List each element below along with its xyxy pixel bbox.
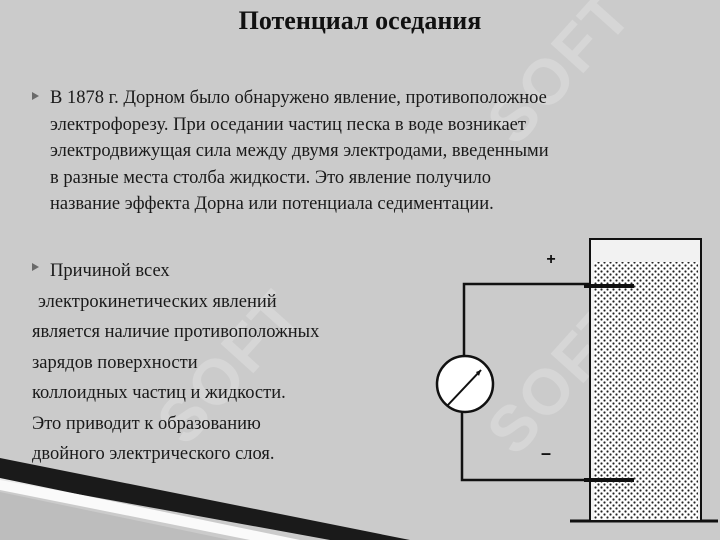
text-line: двойного электрического слоя. xyxy=(32,444,275,464)
text-line: электрокинетических явлений xyxy=(38,291,277,312)
bullet-text: В 1878 г. Дорном было обнаружено явление… xyxy=(32,85,692,218)
text-line: В 1878 г. Дорном было обнаружено явление… xyxy=(50,88,547,108)
plus-label: + xyxy=(546,251,555,268)
bullet-arrow-icon xyxy=(32,92,39,100)
text-line: является наличие противоположных xyxy=(32,322,320,342)
text-line: в разные места столба жидкости. Это явле… xyxy=(50,167,491,188)
slide-title: Потенциал оседания xyxy=(238,6,482,35)
minus-label: – xyxy=(541,443,551,463)
text-line: электрофорезу. При оседании частиц песка… xyxy=(50,114,526,135)
sand-particles xyxy=(594,262,698,519)
top-wire xyxy=(462,282,590,356)
bullet-point-1: В 1878 г. Дорном было обнаружено явление… xyxy=(32,85,692,218)
bottom-wire xyxy=(460,412,590,482)
text-line: название эффекта Дорна или потенциала се… xyxy=(50,194,494,214)
text-line: электродвижущая сила между двумя электро… xyxy=(50,141,549,161)
bullet-point-2: Причиной всех электрокинетических явлени… xyxy=(32,256,432,470)
decorative-stripes xyxy=(0,458,410,540)
galvanometer-needle xyxy=(446,369,482,407)
galvanometer-icon xyxy=(435,354,495,414)
text-line: Это приводит к образованию xyxy=(32,413,261,434)
text-line: коллоидных частиц и жидкости. xyxy=(32,383,286,403)
bullet-arrow-icon xyxy=(32,263,39,271)
text-line: Причиной всех xyxy=(50,261,170,281)
text-line: зарядов поверхности xyxy=(32,352,198,373)
